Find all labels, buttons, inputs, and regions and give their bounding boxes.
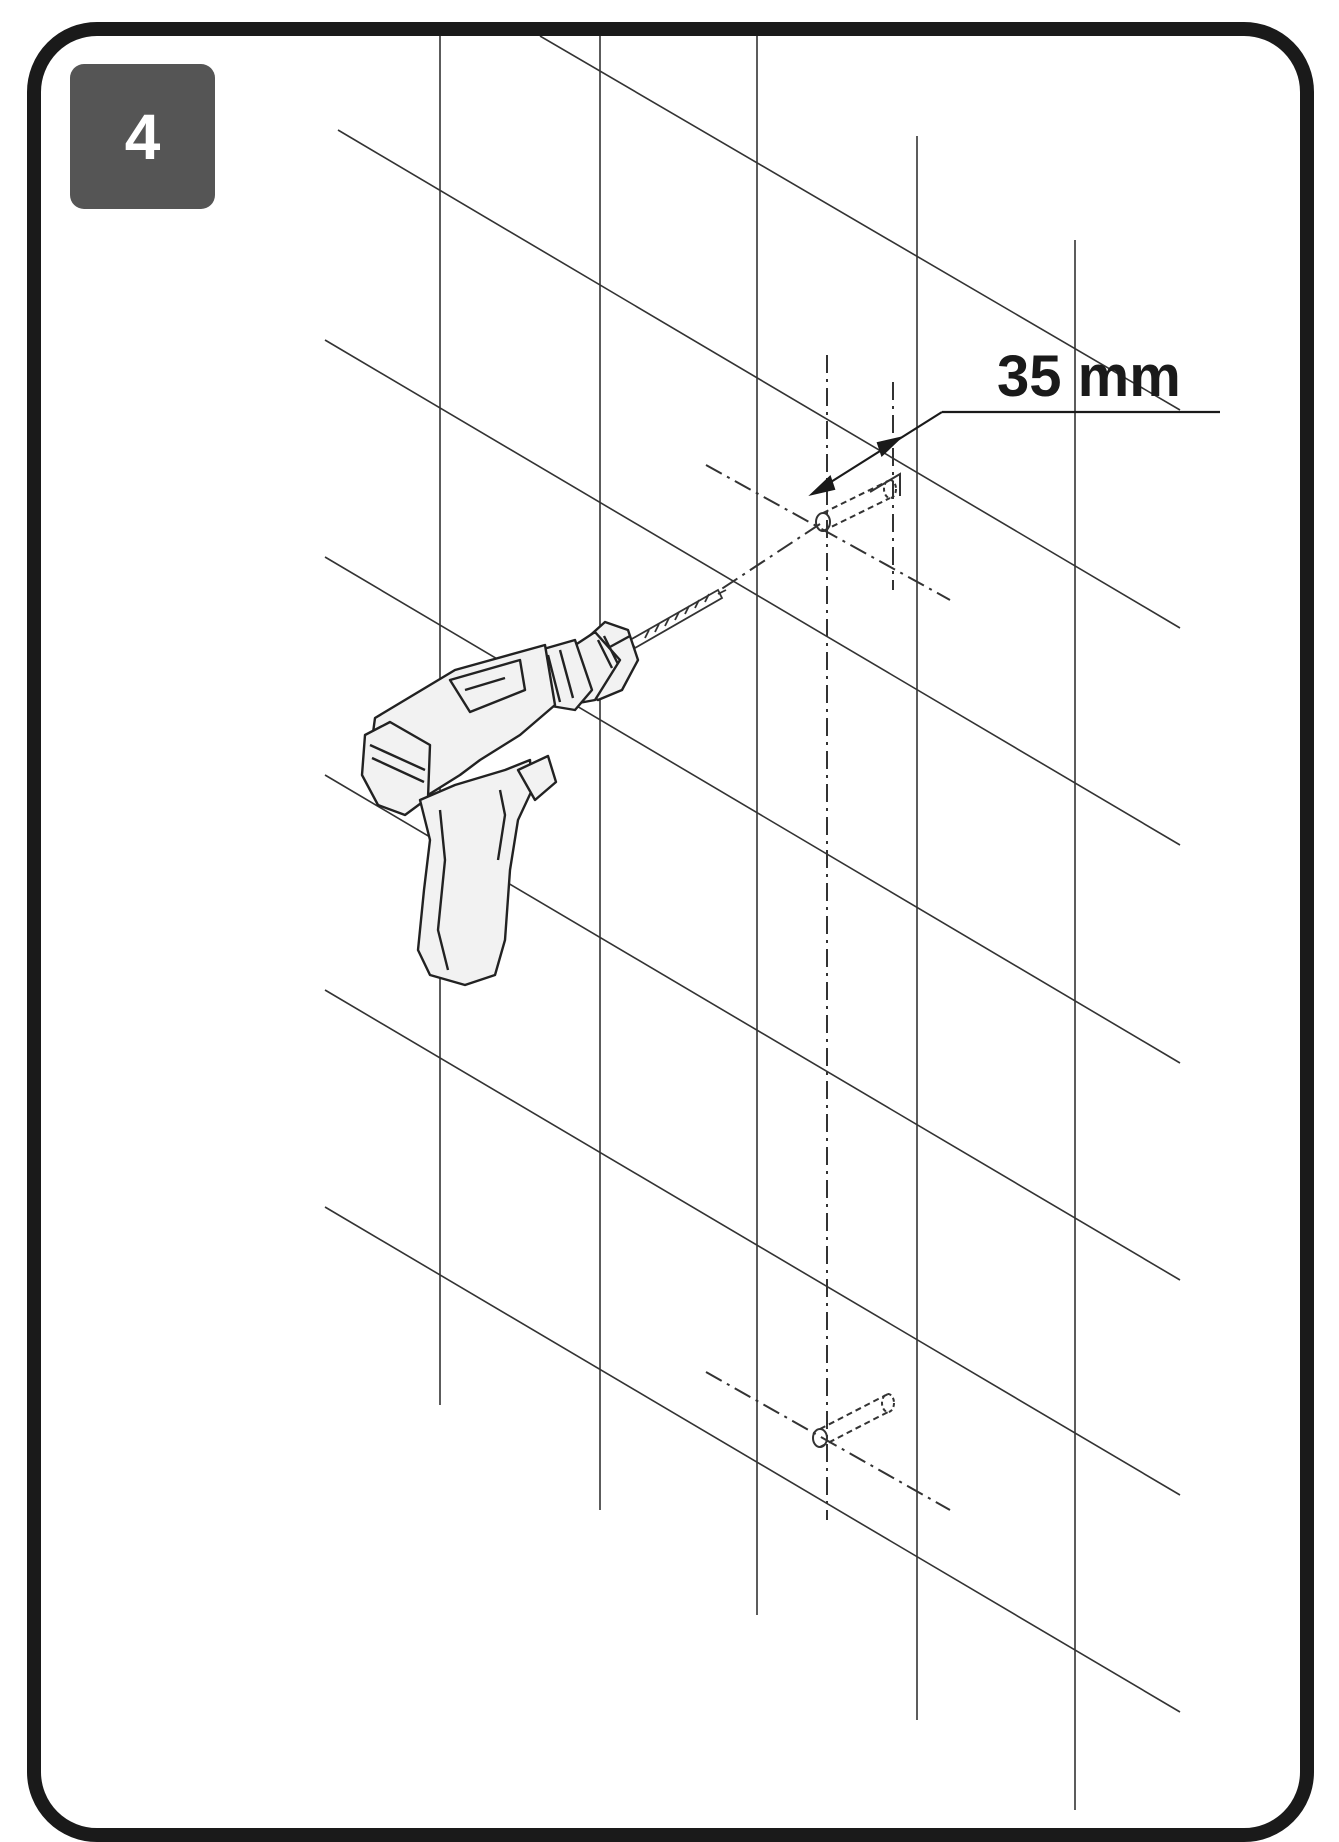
upper-drill-hole	[815, 472, 901, 532]
step-number: 4	[124, 100, 161, 173]
step-number-badge: 4	[70, 64, 215, 209]
diagonal-grid-lines	[324, 36, 1181, 1713]
vertical-grid-lines	[439, 36, 1076, 1810]
dimension-label: 35 mm	[997, 344, 1181, 409]
lower-drill-hole	[812, 1393, 895, 1448]
dimension-line	[808, 410, 1220, 496]
screw-icon	[628, 588, 727, 650]
cordless-drill-icon	[360, 620, 640, 987]
step-panel	[27, 22, 1314, 1842]
hole-centerlines	[705, 355, 951, 1520]
